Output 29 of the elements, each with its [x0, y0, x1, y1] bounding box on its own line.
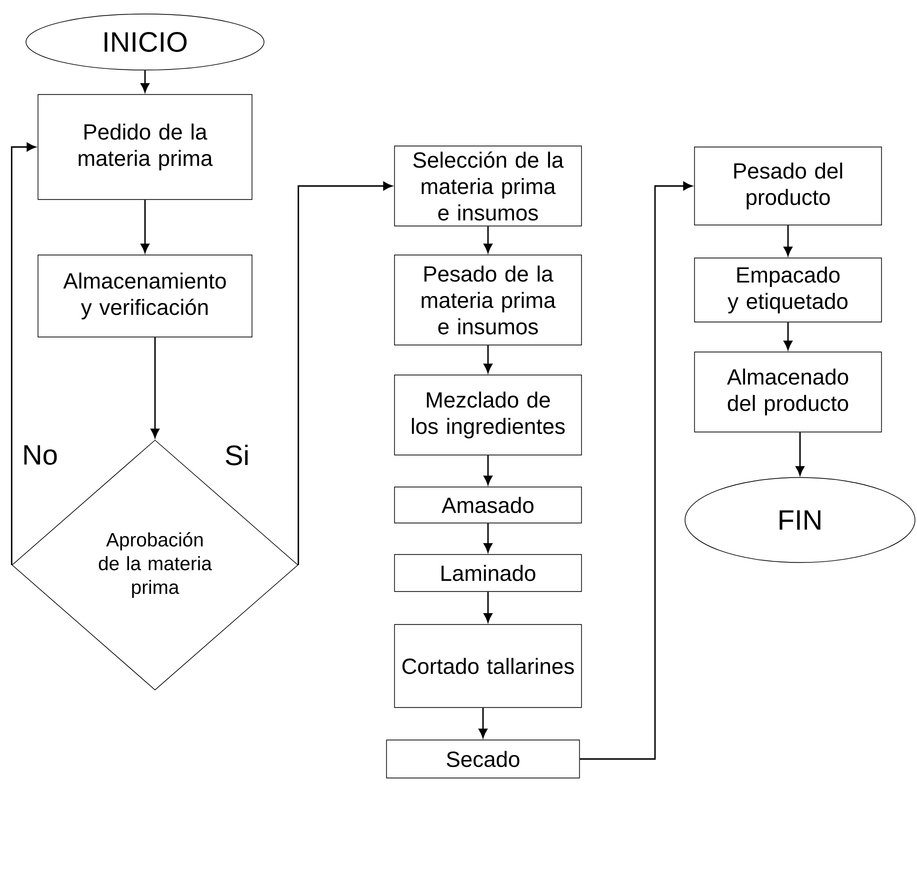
process-box: Secado — [386, 740, 580, 778]
arrow — [140, 200, 150, 253]
arrow — [10, 142, 36, 565]
process-box: Pesado de la materia prima e insumos — [394, 254, 582, 346]
process-box: Pedido de la materia prima — [38, 94, 252, 200]
process-box: Laminado — [394, 554, 582, 592]
process-box: Pesado del producto — [694, 146, 882, 226]
arrow — [796, 432, 804, 476]
process-box: Selección de la materia prima e insumos — [394, 146, 582, 226]
arrow — [298, 182, 392, 565]
arrow — [140, 70, 150, 92]
process-box: Almacenado del producto — [694, 352, 882, 432]
arrow — [484, 226, 492, 253]
process-box: Empacado y etiquetado — [694, 258, 882, 322]
arrow — [484, 523, 492, 552]
process-box: Amasado — [394, 486, 582, 524]
edge-label: Si — [222, 442, 252, 468]
arrow — [784, 225, 792, 256]
process-box: Almacenamiento y verificación — [38, 254, 252, 338]
arrow — [484, 592, 492, 622]
arrow — [784, 322, 792, 350]
arrow — [150, 337, 160, 438]
edge-label: No — [20, 443, 60, 467]
arrow — [484, 455, 492, 485]
arrow — [580, 182, 692, 760]
process-box: Cortado tallarines — [394, 624, 582, 708]
process-box: Mezclado de los ingredientes — [394, 374, 582, 456]
arrow — [478, 708, 488, 738]
arrow — [484, 345, 492, 373]
